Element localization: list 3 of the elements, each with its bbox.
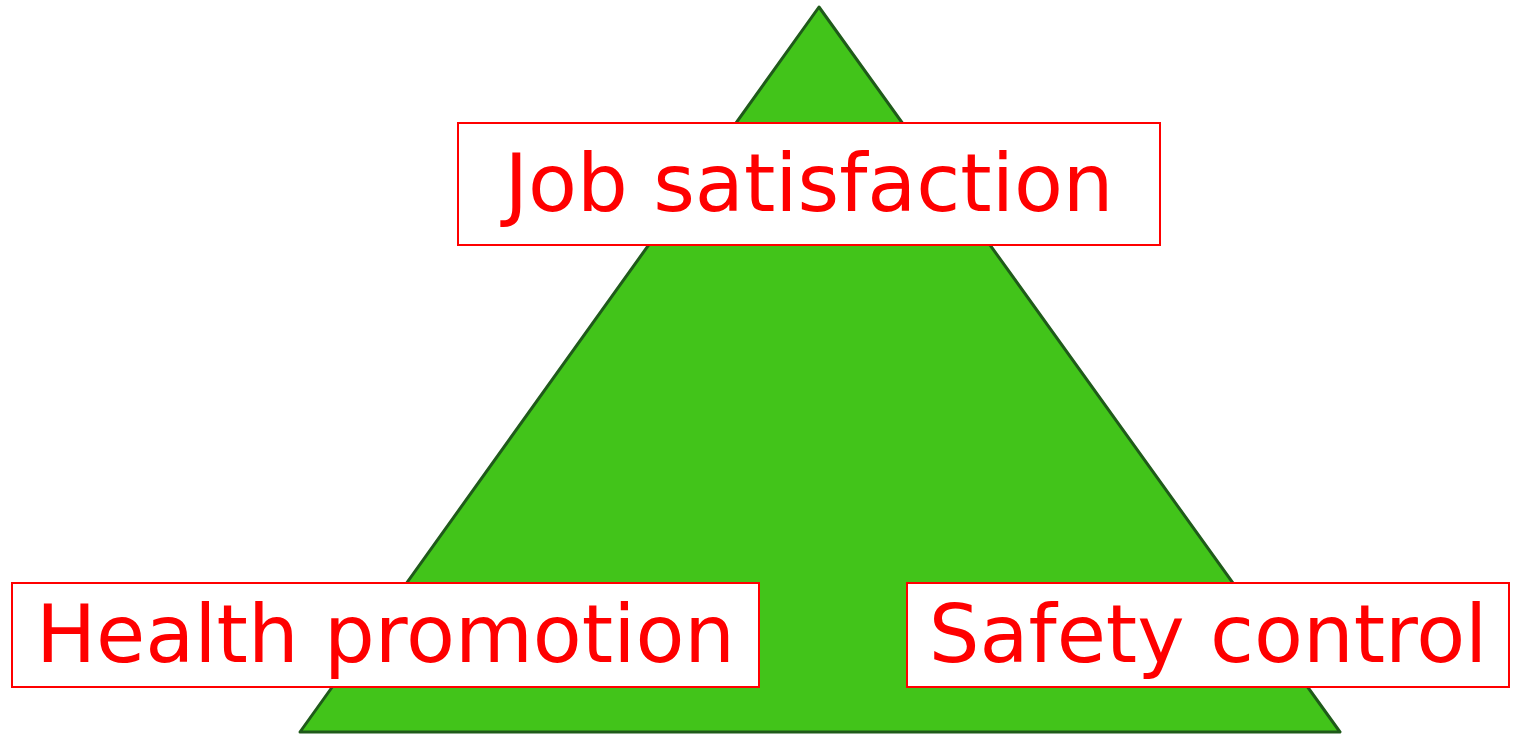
label-box xyxy=(906,582,1510,688)
label-box xyxy=(11,582,760,688)
label-box xyxy=(457,122,1161,246)
